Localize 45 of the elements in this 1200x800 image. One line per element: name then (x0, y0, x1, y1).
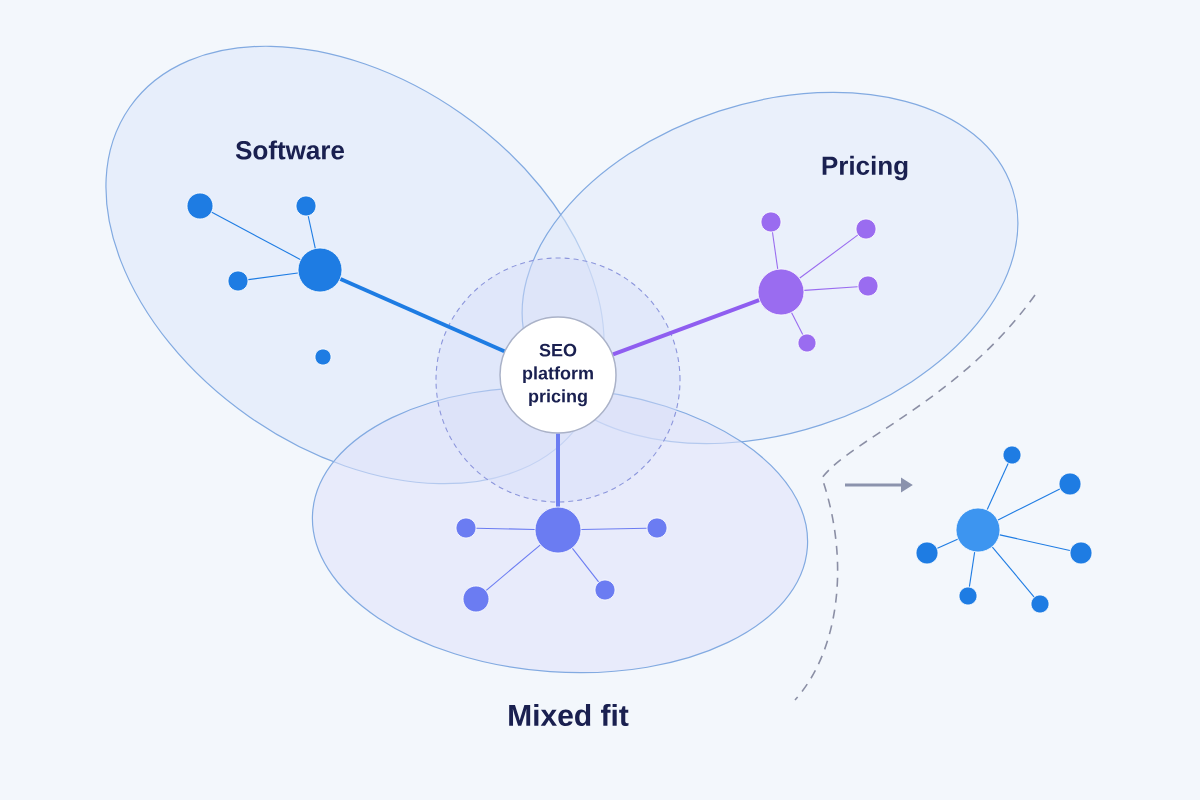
connector-line (771, 231, 779, 270)
network-node (797, 333, 817, 353)
connector-line (580, 527, 648, 531)
connector-line (991, 546, 1035, 598)
connector-line (803, 286, 859, 291)
network-node (314, 348, 332, 366)
connector-line (339, 277, 506, 354)
connector-line (799, 234, 859, 279)
connector-line (612, 298, 760, 357)
connector-line (485, 544, 541, 591)
network-node (1069, 541, 1093, 565)
connector-line (571, 547, 600, 583)
hub-node (297, 247, 343, 293)
network-node (646, 517, 668, 539)
network-node (455, 517, 477, 539)
connector-line (556, 433, 560, 507)
network-node (855, 218, 877, 240)
network-node (1030, 594, 1050, 614)
network-node (594, 579, 616, 601)
network-node (760, 211, 782, 233)
network-node (857, 275, 879, 297)
connector-line (247, 272, 299, 281)
hub-node (955, 507, 1001, 553)
connector-line (999, 534, 1071, 552)
network-node (1058, 472, 1082, 496)
region-heading: Software (235, 140, 344, 160)
network-node (958, 586, 978, 606)
connector-line (475, 527, 536, 531)
network-node (462, 585, 490, 613)
connector-line (986, 463, 1009, 511)
network-node (915, 541, 939, 565)
region-heading: Pricing (822, 155, 908, 181)
hub-node (534, 506, 582, 554)
connector-line (307, 215, 316, 249)
hub-node (757, 268, 805, 316)
network-node (227, 270, 249, 292)
connector-line (791, 312, 804, 336)
region-heading: Mixed fit (509, 703, 629, 726)
connector-line (968, 551, 976, 588)
connector-line (211, 211, 301, 260)
connector-line (936, 538, 959, 549)
network-node (186, 192, 214, 220)
connector-line (997, 488, 1061, 521)
network-node (295, 195, 317, 217)
network-node (1002, 445, 1022, 465)
